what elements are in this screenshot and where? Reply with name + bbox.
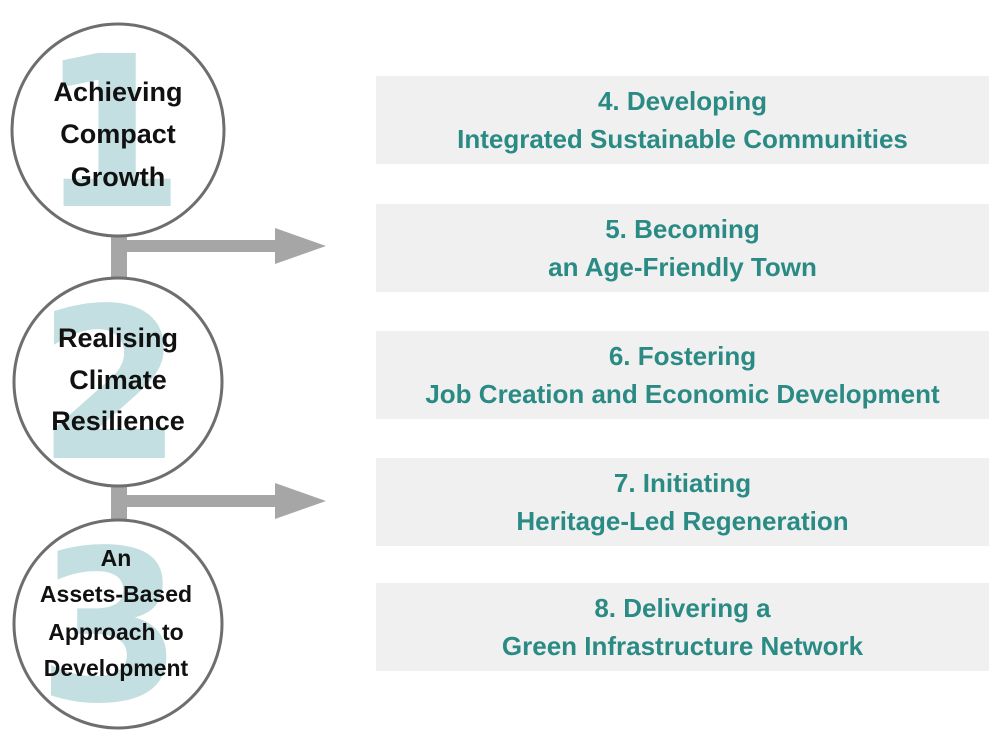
circle-outline-3 — [12, 518, 224, 730]
objective-box-5-line-1: 5. Becoming — [605, 214, 760, 244]
circle-number-3: 3 — [37, 505, 183, 747]
circle-label-3-line-2: Assets-Based — [40, 581, 192, 607]
circle-group-1: 1 Achieving Compact Growth — [10, 11, 226, 256]
objective-box-7-line-1: 7. Initiating — [613, 468, 752, 498]
objective-box-7-line-2: Heritage-Led Regeneration — [516, 506, 849, 536]
circle-label-3-line-4: Development — [44, 655, 189, 681]
circle-label-1-line-1: Achieving — [53, 77, 182, 107]
circle-label-3-line-3: Approach to — [48, 619, 183, 645]
objective-box-8: 8. Delivering a Green Infrastructure Net… — [376, 583, 989, 671]
arrow-head-2 — [275, 483, 326, 519]
circle-number-1: 1 — [39, 11, 185, 256]
objective-box-4-line-2: Integrated Sustainable Communities — [457, 124, 908, 154]
circle-label-2-line-1: Realising — [58, 323, 178, 353]
objective-box-6-line-2: Job Creation and Economic Development — [425, 379, 940, 409]
objective-box-8-line-1: 8. Delivering a — [594, 593, 771, 623]
circle-outline-1 — [10, 22, 226, 238]
circle-outline-2 — [12, 276, 224, 488]
circle-group-2: 2 Realising Climate Resilience — [12, 263, 224, 508]
objective-box-4-line-1: 4. Developing — [597, 86, 768, 116]
circle-label-1-line-3: Growth — [71, 162, 166, 192]
circle-group-3: 3 An Assets-Based Approach to Developmen… — [12, 505, 224, 747]
objective-box-5: 5. Becoming an Age-Friendly Town — [376, 204, 989, 292]
objective-box-7: 7. Initiating Heritage-Led Regeneration — [376, 458, 989, 546]
circle-label-2-line-2: Climate — [69, 365, 167, 395]
arrow-head-1 — [275, 228, 326, 264]
arrow-shaft-2 — [111, 495, 283, 507]
objective-box-5-line-2: an Age-Friendly Town — [548, 252, 817, 282]
objective-box-6: 6. Fostering Job Creation and Economic D… — [376, 331, 989, 419]
circle-label-1-line-2: Compact — [60, 119, 176, 149]
objective-box-8-line-2: Green Infrastructure Network — [501, 631, 864, 661]
objective-box-4: 4. Developing Integrated Sustainable Com… — [376, 76, 989, 164]
arrow-shaft-1 — [111, 240, 283, 252]
circle-label-3-line-1: An — [101, 545, 132, 571]
circle-label-2-line-3: Resilience — [51, 406, 185, 436]
circle-number-2: 2 — [37, 263, 183, 508]
objective-box-6-line-1: 6. Fostering — [608, 341, 757, 371]
connectors — [111, 228, 326, 520]
